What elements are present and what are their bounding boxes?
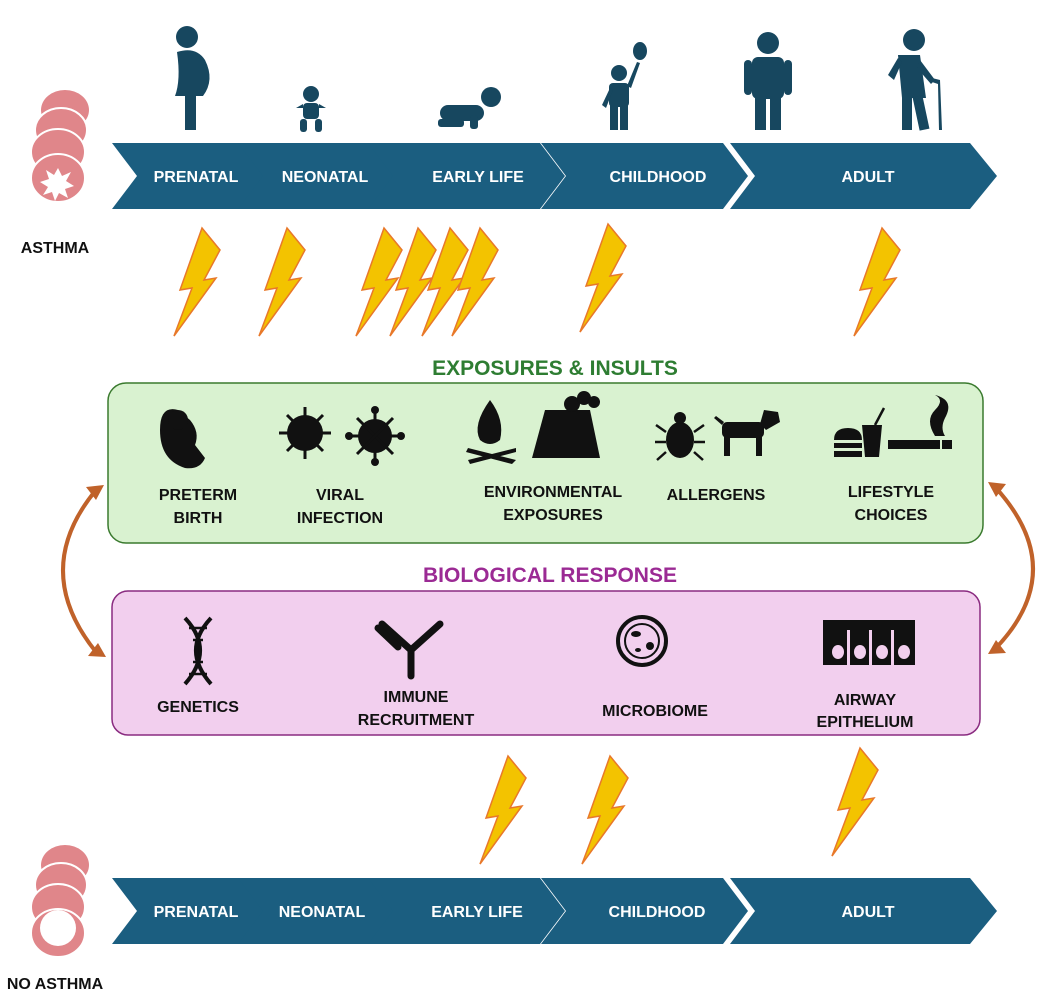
exposure-preterm-birth-line1: PRETERM [159, 487, 237, 504]
lightning-bolt-icon [581, 755, 629, 865]
exposure-lifestyle-line2: CHOICES [855, 507, 928, 524]
chevron-adult [730, 143, 997, 209]
exposure-environmental-line1: ENVIRONMENTAL [484, 484, 623, 501]
asthma-airway-icon [30, 89, 90, 203]
healthy-airway-icon [30, 844, 90, 958]
bottom-timeline: PRENATAL NEONATAL EARLY LIFE CHILDHOOD A… [112, 878, 997, 944]
elderly-person-icon [888, 29, 942, 131]
lightning-bolt-icon [831, 747, 879, 857]
chevron-early-life [368, 878, 565, 944]
fetus-icon [160, 409, 205, 469]
lightning-bolt-icon [853, 227, 901, 337]
no-asthma-label: NO ASTHMA [7, 976, 104, 993]
lightning-bolt-icon [173, 227, 221, 337]
stage-early-life: EARLY LIFE [431, 904, 523, 921]
dog-icon [714, 410, 780, 456]
chevron-neonatal [238, 143, 398, 209]
virus-icon [345, 406, 405, 466]
stage-prenatal: PRENATAL [154, 169, 239, 186]
smoking-icon [888, 395, 952, 449]
crawling-baby-icon [438, 87, 501, 129]
lightning-bolt-icon [479, 755, 527, 865]
airway-epithelium-icon [823, 620, 915, 665]
microbiome-icon [616, 615, 668, 667]
dna-icon [183, 616, 213, 686]
antibody-icon [374, 620, 444, 680]
baby-icon [296, 86, 326, 132]
stage-adult: ADULT [841, 169, 894, 186]
exposure-preterm-birth-line2: BIRTH [174, 510, 223, 527]
bidirectional-arrow-right [988, 482, 1035, 654]
campfire-icon [466, 400, 516, 464]
biological-title: BIOLOGICAL RESPONSE [423, 564, 677, 587]
exposure-viral-infection-line2: INFECTION [297, 510, 383, 527]
chevron-early-life [368, 143, 565, 209]
exposure-lifestyle-line1: LIFESTYLE [848, 484, 935, 501]
stage-neonatal: NEONATAL [282, 169, 369, 186]
bug-icon [655, 412, 705, 461]
lightning-bolt-icon [355, 227, 403, 337]
chevron-childhood [541, 143, 748, 209]
stage-adult: ADULT [841, 904, 894, 921]
stage-childhood: CHILDHOOD [609, 904, 706, 921]
exposure-allergens-line1: ALLERGENS [667, 487, 766, 504]
lightning-bolt-icon [258, 227, 306, 337]
stage-childhood: CHILDHOOD [610, 169, 707, 186]
chevron-neonatal [238, 878, 398, 944]
exposure-viral-infection-line1: VIRAL [316, 487, 364, 504]
bio-airway-line1: AIRWAY [834, 692, 897, 709]
bio-immune-line1: IMMUNE [384, 689, 449, 706]
virus-icon [279, 407, 331, 459]
bio-immune-line2: RECRUITMENT [358, 712, 475, 729]
factory-pollution-icon [532, 391, 600, 458]
adult-man-icon [744, 32, 792, 130]
chevron-prenatal [112, 878, 270, 944]
lightning-bolt-icon [579, 223, 627, 333]
stage-neonatal: NEONATAL [279, 904, 366, 921]
bio-airway-line2: EPITHELIUM [817, 714, 914, 731]
chevron-childhood [541, 878, 748, 944]
bidirectional-arrow-left [61, 485, 106, 657]
asthma-label: ASTHMA [21, 240, 90, 257]
exposure-environmental-line2: EXPOSURES [503, 507, 603, 524]
bio-microbiome-line1: MICROBIOME [602, 703, 708, 720]
top-timeline: PRENATAL NEONATAL EARLY LIFE CHILDHOOD A… [112, 143, 997, 209]
bio-genetics-line1: GENETICS [157, 699, 239, 716]
chevron-adult [730, 878, 997, 944]
exposures-title: EXPOSURES & INSULTS [432, 357, 678, 380]
stage-prenatal: PRENATAL [154, 904, 239, 921]
biological-box [111, 590, 981, 736]
child-with-balloon-icon [602, 42, 647, 130]
pregnant-woman-icon [175, 26, 210, 130]
stage-early-life: EARLY LIFE [432, 169, 524, 186]
chevron-prenatal [112, 143, 270, 209]
fast-food-icon [834, 407, 886, 457]
